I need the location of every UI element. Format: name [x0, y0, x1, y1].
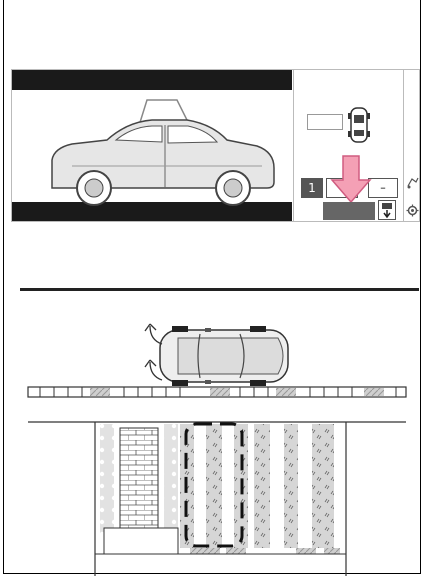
turn-arrow-front — [145, 324, 162, 344]
camera-car-illustration — [12, 70, 292, 221]
parking-scene-diagram — [0, 300, 426, 576]
arrow-down-icon — [330, 154, 372, 204]
car-top-icon — [346, 106, 372, 146]
mode-button[interactable]: – — [368, 178, 398, 198]
camera-view — [12, 70, 292, 221]
route-icon[interactable] — [406, 176, 419, 189]
action-button[interactable] — [323, 202, 375, 220]
camera-number-badge[interactable]: 1 — [301, 178, 323, 198]
side-panel: 1 – — [293, 70, 404, 221]
right-rail — [403, 70, 420, 221]
section-divider — [20, 288, 419, 291]
steering-guide-button[interactable] — [378, 200, 396, 220]
info-field — [307, 114, 343, 130]
gear-icon[interactable] — [406, 204, 419, 217]
parking-assist-screen: 1 – — [11, 69, 420, 222]
parking-area — [95, 422, 346, 576]
car-top-view — [160, 326, 288, 386]
steering-guide-icon — [379, 201, 395, 219]
curb — [28, 387, 406, 397]
